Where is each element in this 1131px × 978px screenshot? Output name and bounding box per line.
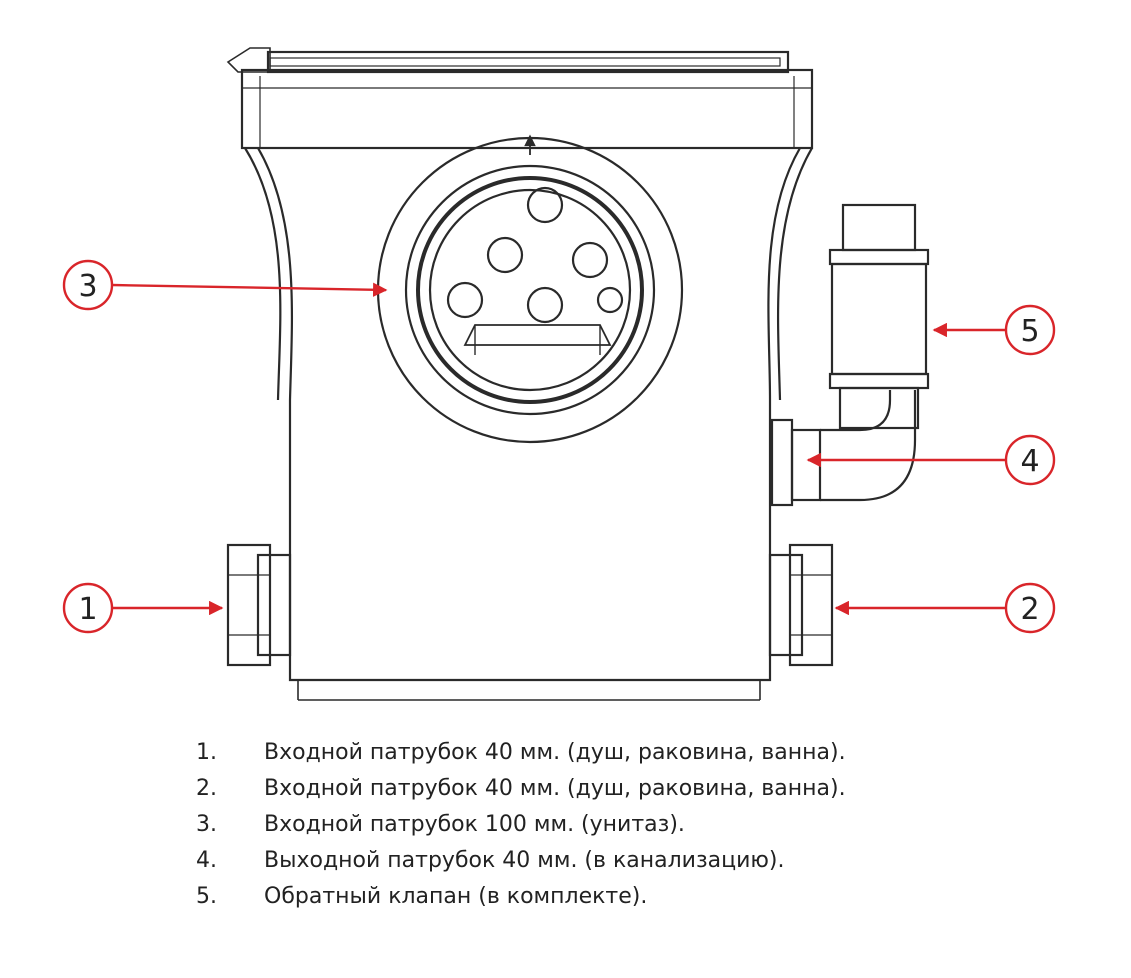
callout-3: 3 bbox=[62, 259, 388, 311]
legend-item-number: 3. bbox=[196, 812, 217, 837]
callout-3-arrow bbox=[111, 282, 388, 297]
callout-2-number: 2 bbox=[1020, 592, 1039, 627]
legend-item-number: 4. bbox=[196, 848, 217, 873]
legend-item-number: 2. bbox=[196, 776, 217, 801]
inlet-100mm bbox=[376, 134, 684, 444]
callout-4-number: 4 bbox=[1020, 444, 1039, 479]
legend-item-number: 5. bbox=[196, 884, 217, 909]
legend-item-text: Обратный клапан (в комплекте). bbox=[264, 884, 648, 909]
inlet-40mm-right bbox=[768, 543, 834, 667]
callout-1: 1 bbox=[62, 582, 224, 634]
outlet-40mm bbox=[770, 390, 917, 507]
legend-item-text: Входной патрубок 40 мм. (душ, раковина, … bbox=[264, 740, 846, 765]
legend-item-text: Входной патрубок 100 мм. (унитаз). bbox=[264, 812, 685, 837]
inlet-40mm-left bbox=[226, 543, 292, 667]
callout-2: 2 bbox=[834, 582, 1056, 634]
callout-3-number: 3 bbox=[78, 269, 97, 304]
callout-5-number: 5 bbox=[1020, 314, 1039, 349]
legend-item-text: Выходной патрубок 40 мм. (в канализацию)… bbox=[264, 848, 785, 873]
callout-4: 4 bbox=[806, 434, 1056, 486]
callout-1-number: 1 bbox=[78, 592, 97, 627]
legend-item-number: 1. bbox=[196, 740, 217, 765]
pump-diagram: 1 2 3 4 5 bbox=[62, 47, 1056, 701]
check-valve bbox=[828, 203, 930, 430]
callout-5: 5 bbox=[932, 304, 1056, 356]
pump-body bbox=[226, 47, 814, 701]
legend-item-text: Входной патрубок 40 мм. (душ, раковина, … bbox=[264, 776, 846, 801]
